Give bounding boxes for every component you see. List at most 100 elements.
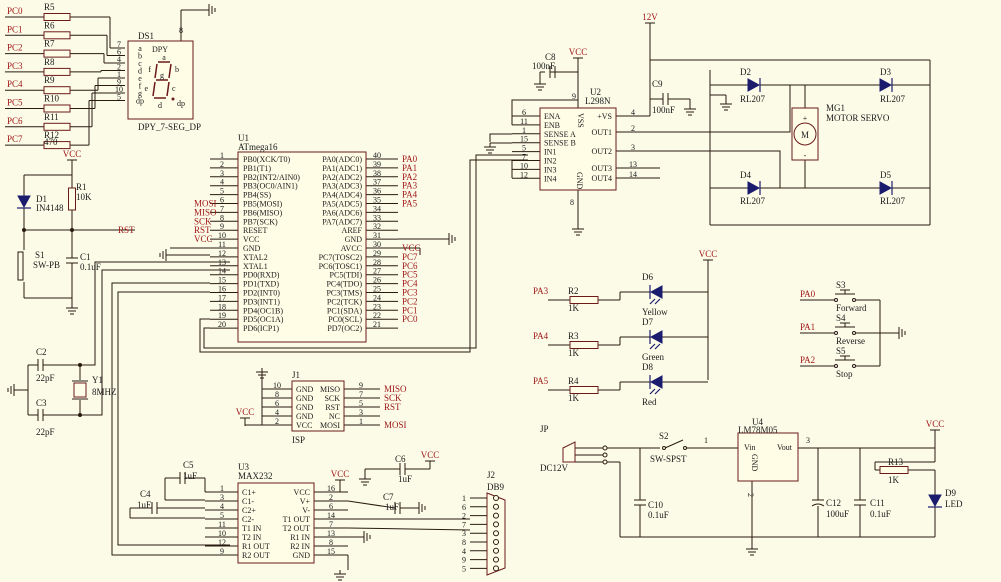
jack-terminal [602,452,608,458]
max232-left-name: R2 OUT [242,551,270,560]
max232-left-name: R1 OUT [242,542,270,551]
wire [111,282,230,556]
mcu-right-pin-name: PA6(ADC6) [322,208,362,217]
push-button-1 [852,331,856,335]
mcu-right-pin-name: PA2(ADC2) [322,173,362,182]
isp-right-net: RST [384,402,401,412]
l298-left-name: IN4 [544,174,556,183]
jack-val: DC12V [540,463,569,473]
db9-pin [493,495,499,501]
mcu-left-pin-name: PB5(MOSI) [243,200,282,209]
display-top-pin: 8 [179,26,183,35]
spst-switch [664,439,684,449]
display-ground [205,4,216,16]
bridge-diode-d3 [747,181,761,195]
reg-pin3: 3 [806,436,810,445]
d4-val: RL207 [880,94,906,104]
db9-pin-num: 2 [462,512,466,521]
mcu-name: ATmega16 [238,142,278,152]
wire [80,261,230,366]
reg-ground [746,545,758,556]
segment-c [166,81,170,97]
mcu-right-pin-name: PC4(TDO) [326,280,362,289]
max232-left-num: 4 [220,502,224,511]
display-segment-name: g [138,89,142,98]
l298-left-num: 6 [522,108,526,117]
l298-ref: U2 [590,87,601,97]
led-emission-arrow [649,298,656,305]
resistor-ref: R10 [44,94,60,104]
mcu-right-pin-num: 35 [373,196,381,205]
l298-left-name: SENSE A [544,130,576,139]
isp-left-name: GND [296,412,314,421]
c7-ref: C7 [383,492,394,502]
l298-body [539,107,617,191]
push-button-1 [834,331,838,335]
c4-val: 1uF [137,500,151,510]
display-pin-num: 1 [117,70,121,79]
wire [199,159,528,353]
l298-left-name: IN1 [544,148,556,157]
l298-left-num: 10 [520,161,528,170]
button-ref: S4 [836,313,846,323]
push-button-0 [852,298,856,302]
wire [347,500,396,509]
wire [117,291,230,546]
c1-ref: C1 [80,252,91,262]
db9-pin [493,565,499,572]
bridge-diode-d4 [879,78,893,92]
face-seg-c: c [172,84,176,93]
mcu-left-pin-name: PB0(XCK/T0) [243,155,290,164]
mcu-right-net: PA1 [402,163,417,173]
c3-val: 22pF [36,427,55,437]
mcu-left-net: RST [194,225,211,235]
mcu-right-net: VCC [402,243,421,253]
mcu-left-pin-name: PD1(TXD) [243,280,279,289]
max232-left-name: T1 IN [242,524,262,533]
led-r-ref: R3 [568,331,579,341]
l298-vss-name: VSS [576,113,585,128]
isp-left-name: GND [296,403,314,412]
max232-right-num: 16 [327,484,335,493]
led-resistor [569,341,599,349]
reset-switch-s1 [17,251,24,281]
resistor-ref: R6 [44,20,55,30]
l298-top-pin: 9 [572,92,576,101]
power-led-d9 [928,494,942,508]
isp-right-name: SCK [324,394,340,403]
led-emission-arrow [654,343,661,350]
led-ref: D7 [642,317,653,327]
mcu-left-net: VCC [194,234,213,244]
mcu-right-net: PC5 [402,270,418,280]
button-ref: S3 [836,280,846,290]
led-emission-arrow [654,388,661,395]
button-label: Forward [836,303,867,313]
isp-right-num: 3 [359,408,363,417]
resistor-value: 470 [44,137,58,147]
mcu-left-pin-name: VCC [243,235,259,244]
mcu-left-pin-name: RESET [243,226,268,235]
crystal-y1 [73,382,87,398]
display-segment-name: d [138,67,142,76]
db9-pin [493,503,499,510]
mcu-left-pin-num: 8 [220,213,224,222]
mcu-left-pin-num: 17 [218,293,226,302]
max232-left-name: C2- [242,515,254,524]
mcu-left-pin-name: PB2(INT2/AIN0) [243,173,300,182]
mcu-left-pin-num: 9 [220,222,224,231]
max232-left-num: 12 [218,538,226,547]
d3-val: RL207 [740,196,766,206]
c8-ref: C8 [545,52,556,62]
motor-ground [720,100,732,111]
display-resistor [43,122,71,131]
mcu-left-net: SCK [194,216,212,226]
max232-right-num: 2 [329,493,333,502]
display-pin-num: 6 [117,48,121,57]
led-r-ref: R2 [568,286,579,296]
display-ref: DS1 [138,31,154,41]
mcu-left-pin-num: 15 [218,276,226,285]
led-net: PA3 [533,286,549,296]
l298-right-name: +VS [597,112,612,121]
max232-right-num: 13 [327,529,335,538]
